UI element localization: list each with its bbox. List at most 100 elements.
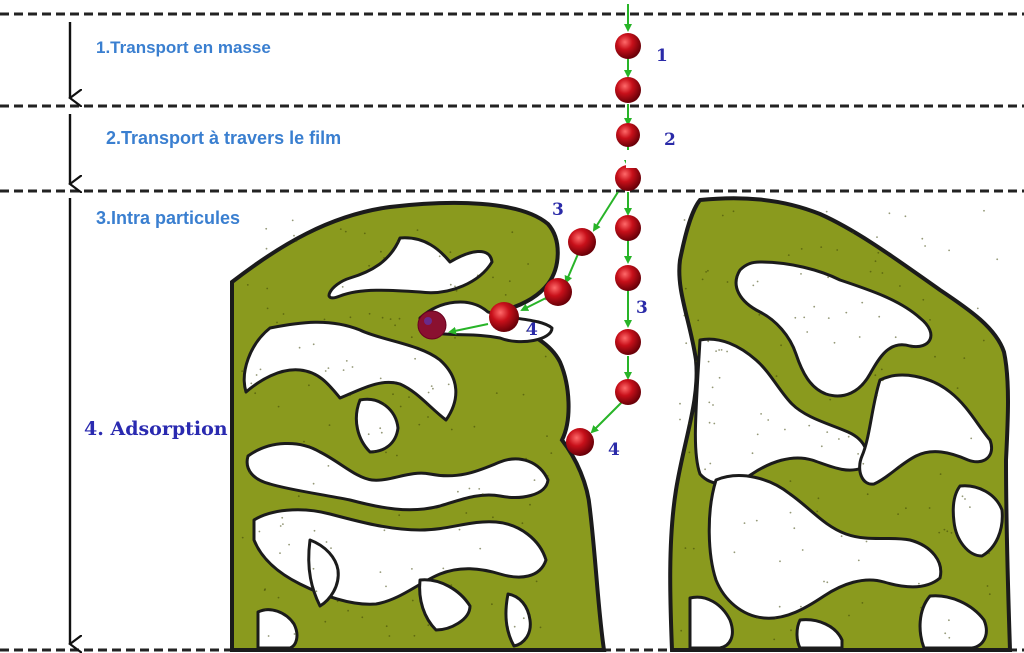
- texture-dot: [680, 630, 682, 632]
- texture-dot: [948, 619, 950, 621]
- texture-dot: [536, 581, 538, 583]
- texture-dot: [550, 452, 552, 454]
- texture-dot: [866, 541, 868, 543]
- texture-dot: [964, 498, 966, 500]
- texture-dot: [259, 531, 261, 533]
- texture-dot: [314, 530, 316, 532]
- texture-dot: [454, 286, 456, 288]
- texture-dot: [794, 317, 796, 319]
- texture-dot: [477, 275, 479, 277]
- texture-dot: [511, 231, 513, 233]
- texture-dot: [820, 246, 822, 248]
- texture-dot: [758, 314, 760, 316]
- texture-dot: [957, 387, 959, 389]
- texture-dot: [448, 384, 450, 386]
- texture-dot: [882, 380, 884, 382]
- texture-dot: [394, 324, 396, 326]
- texture-dot: [479, 548, 481, 550]
- texture-dot: [547, 475, 549, 477]
- texture-dot: [895, 336, 897, 338]
- stage-label-bulk-transport: 1.Transport en masse: [96, 38, 271, 58]
- texture-dot: [920, 607, 922, 609]
- texture-dot: [278, 597, 280, 599]
- texture-dot: [427, 624, 429, 626]
- texture-dot: [705, 271, 707, 273]
- texture-dot: [417, 229, 419, 231]
- step-number-4-surface: 4: [608, 440, 620, 460]
- texture-dot: [408, 396, 410, 398]
- texture-dot: [299, 347, 301, 349]
- texture-dot: [439, 255, 441, 257]
- texture-dot: [733, 210, 735, 212]
- texture-dot: [938, 532, 940, 534]
- texture-dot: [380, 571, 382, 573]
- texture-dot: [427, 416, 429, 418]
- texture-dot: [889, 212, 891, 214]
- texture-dot: [752, 452, 754, 454]
- texture-dot: [963, 357, 965, 359]
- texture-dot: [399, 318, 401, 320]
- texture-dot: [383, 257, 385, 259]
- texture-dot: [329, 424, 331, 426]
- texture-dot: [861, 302, 863, 304]
- texture-dot: [414, 358, 416, 360]
- texture-dot: [373, 450, 375, 452]
- texture-dot: [773, 639, 775, 641]
- texture-dot: [800, 606, 802, 608]
- texture-dot: [801, 248, 803, 250]
- texture-dot: [427, 404, 429, 406]
- texture-dot: [527, 263, 529, 265]
- texture-dot: [757, 434, 759, 436]
- texture-dot: [683, 315, 685, 317]
- texture-dot: [802, 549, 804, 551]
- texture-dot: [398, 514, 400, 516]
- texture-dot: [695, 360, 697, 362]
- texture-dot: [858, 560, 860, 562]
- texture-dot: [816, 511, 818, 513]
- texture-dot: [534, 479, 536, 481]
- texture-dot: [876, 395, 878, 397]
- texture-dot: [922, 299, 924, 301]
- texture-dot: [940, 473, 942, 475]
- texture-dot: [281, 517, 283, 519]
- texture-dot: [727, 281, 729, 283]
- texture-dot: [523, 394, 525, 396]
- texture-dot: [829, 399, 831, 401]
- texture-dot: [899, 465, 901, 467]
- texture-dot: [803, 317, 805, 319]
- texture-dot: [987, 585, 989, 587]
- texture-dot: [877, 252, 879, 254]
- texture-dot: [298, 495, 300, 497]
- texture-dot: [948, 637, 950, 639]
- texture-dot: [400, 406, 402, 408]
- texture-dot: [454, 337, 456, 339]
- texture-dot: [823, 581, 825, 583]
- texture-dot: [390, 318, 392, 320]
- texture-dot: [428, 392, 430, 394]
- texture-dot: [313, 343, 315, 345]
- texture-dot: [707, 340, 709, 342]
- texture-dot: [697, 320, 699, 322]
- texture-dot: [324, 621, 326, 623]
- texture-dot: [379, 427, 381, 429]
- texture-dot: [826, 211, 828, 213]
- texture-dot: [911, 347, 913, 349]
- texture-dot: [313, 568, 315, 570]
- texture-dot: [828, 317, 830, 319]
- texture-dot: [946, 530, 948, 532]
- texture-dot: [382, 317, 384, 319]
- texture-dot: [826, 431, 828, 433]
- texture-dot: [330, 547, 332, 549]
- texture-dot: [845, 312, 847, 314]
- texture-dot: [250, 383, 252, 385]
- texture-dot: [509, 280, 511, 282]
- texture-dot: [826, 581, 828, 583]
- particle: [615, 379, 641, 405]
- texture-dot: [767, 419, 769, 421]
- particle: [615, 329, 641, 355]
- texture-dot: [525, 458, 527, 460]
- texture-dot: [432, 388, 434, 390]
- texture-dot: [870, 271, 872, 273]
- texture-dot: [702, 279, 704, 281]
- particle: [615, 33, 641, 59]
